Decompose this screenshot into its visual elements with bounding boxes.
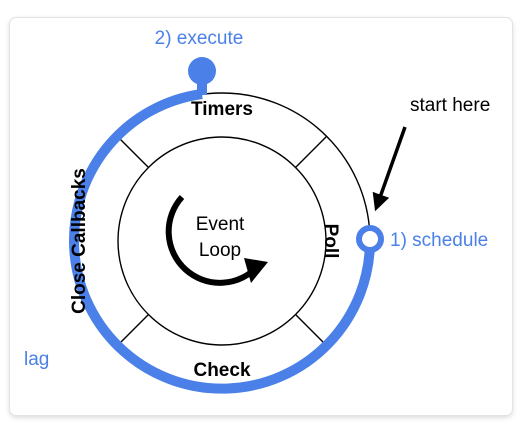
inner-ring	[117, 136, 327, 346]
divider-top-left	[116, 135, 149, 168]
lag-arc	[69, 89, 375, 394]
center-label-loop: Loop	[199, 240, 241, 261]
diagram-card	[10, 18, 512, 415]
phase-timers: Timers	[191, 99, 253, 120]
label-start-here: start here	[410, 95, 490, 116]
center-label-event: Event	[196, 214, 245, 235]
phase-check: Check	[193, 360, 250, 381]
divider-bottom-left	[116, 314, 149, 347]
execute-dot	[188, 57, 216, 85]
phase-poll: Poll	[320, 224, 341, 259]
label-lag: lag	[24, 349, 49, 370]
execute-connector	[197, 72, 207, 95]
start-here-arrow	[372, 126, 407, 212]
label-schedule: 1) schedule	[390, 230, 488, 251]
schedule-marker	[356, 225, 384, 253]
divider-top-right	[295, 135, 328, 168]
loop-arrow-icon	[165, 194, 261, 286]
phase-close-callbacks: Close Callbacks	[69, 168, 90, 314]
divider-bottom-right	[295, 314, 328, 347]
label-execute: 2) execute	[155, 28, 244, 49]
loop-arrow-head-icon	[244, 258, 268, 283]
